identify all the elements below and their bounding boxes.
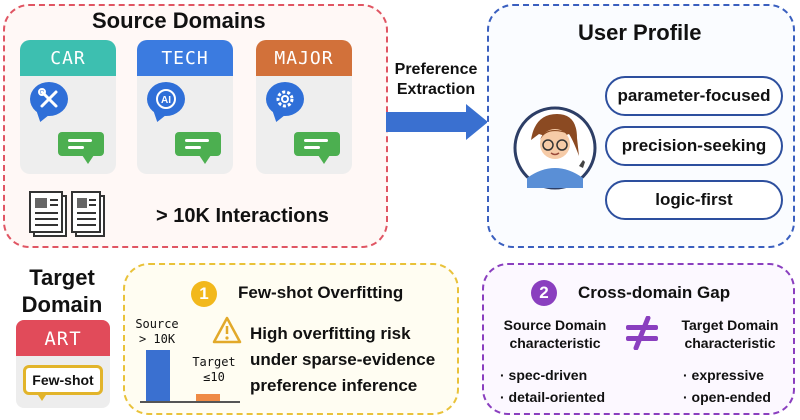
target-domain-label: ART (16, 320, 110, 356)
risk-text-line1: High overfitting risk (250, 324, 411, 343)
not-equal-icon (622, 315, 662, 355)
target-title-line2: Domain (21, 292, 103, 317)
reply-bubble (175, 132, 221, 164)
preference-extraction-label: Preference Extraction (386, 60, 486, 100)
domain-card-label: CAR (20, 40, 116, 76)
source-domain-heading: Source Domain characteristic (490, 316, 620, 352)
source-bar-label-line2: > 10K (138, 332, 176, 346)
svg-text:AI: AI (161, 95, 171, 106)
target-domain-title: Target Domain (12, 264, 112, 318)
few-shot-badge-tail (36, 392, 48, 401)
arrow-label-line2: Extraction (396, 81, 476, 98)
source-domains-title: Source Domains (92, 8, 266, 33)
domain-card-label: TECH (137, 40, 233, 76)
target-heading-line1: Target Domain (681, 317, 779, 333)
reply-bubble (294, 132, 340, 164)
arrow-label-line1: Preference (394, 61, 478, 78)
few-shot-overfitting-panel (123, 263, 459, 415)
trait-pill: parameter-focused (605, 76, 783, 116)
list-item: · expressive (683, 367, 764, 383)
step-number-badge: 1 (191, 281, 217, 307)
risk-text-line2: under sparse-evidence (250, 350, 436, 369)
interactions-count: > 10K Interactions (156, 205, 329, 227)
cross-domain-gap-title: Cross-domain Gap (578, 283, 731, 302)
source-heading-line1: Source Domain (503, 317, 607, 333)
extraction-arrow-icon (386, 104, 490, 145)
wrench-screwdriver-icon (30, 82, 68, 116)
domain-card-car: CAR (20, 40, 116, 174)
trait-pill: precision-seeking (605, 126, 783, 166)
list-item: · open-ended (683, 389, 771, 405)
trait-pill: logic-first (605, 180, 783, 220)
list-item: · spec-driven (500, 367, 588, 383)
domain-card-label: MAJOR (256, 40, 352, 76)
target-heading-line2: characteristic (684, 335, 776, 351)
risk-text-line3: preference inference (250, 376, 418, 395)
warning-icon (212, 316, 242, 349)
domain-card-tech: TECH AI (137, 40, 233, 174)
step-number-badge: 2 (531, 280, 557, 306)
source-volume-bar (146, 350, 170, 402)
list-item: · detail-oriented (500, 389, 606, 405)
target-title-line1: Target (29, 265, 95, 290)
domain-card-major: MAJOR (256, 40, 352, 174)
target-volume-bar (196, 394, 220, 402)
target-bar-label: Target ≤10 (188, 355, 240, 385)
reply-bubble (58, 132, 104, 164)
ai-chip-icon: AI (147, 82, 185, 116)
target-characteristics-list: · expressive · open-ended (683, 364, 771, 408)
user-profile-title: User Profile (578, 20, 702, 45)
target-bar-label-line1: Target (192, 355, 236, 369)
source-heading-line2: characteristic (509, 335, 601, 351)
documents-icon (28, 190, 108, 245)
gear-icon (266, 82, 304, 116)
few-shot-badge: Few-shot (23, 365, 103, 395)
source-bar-label-line1: Source (135, 317, 179, 331)
overfitting-title: Few-shot Overfitting (238, 283, 404, 302)
overfitting-risk-text: High overfitting risk under sparse-evide… (250, 321, 435, 399)
target-bar-label-line2: ≤10 (203, 370, 225, 384)
target-domain-heading: Target Domain characteristic (668, 316, 792, 352)
user-avatar (513, 100, 597, 201)
source-characteristics-list: · spec-driven · detail-oriented (500, 364, 605, 408)
source-bar-label: Source > 10K (130, 317, 184, 347)
bar-baseline (140, 401, 240, 403)
